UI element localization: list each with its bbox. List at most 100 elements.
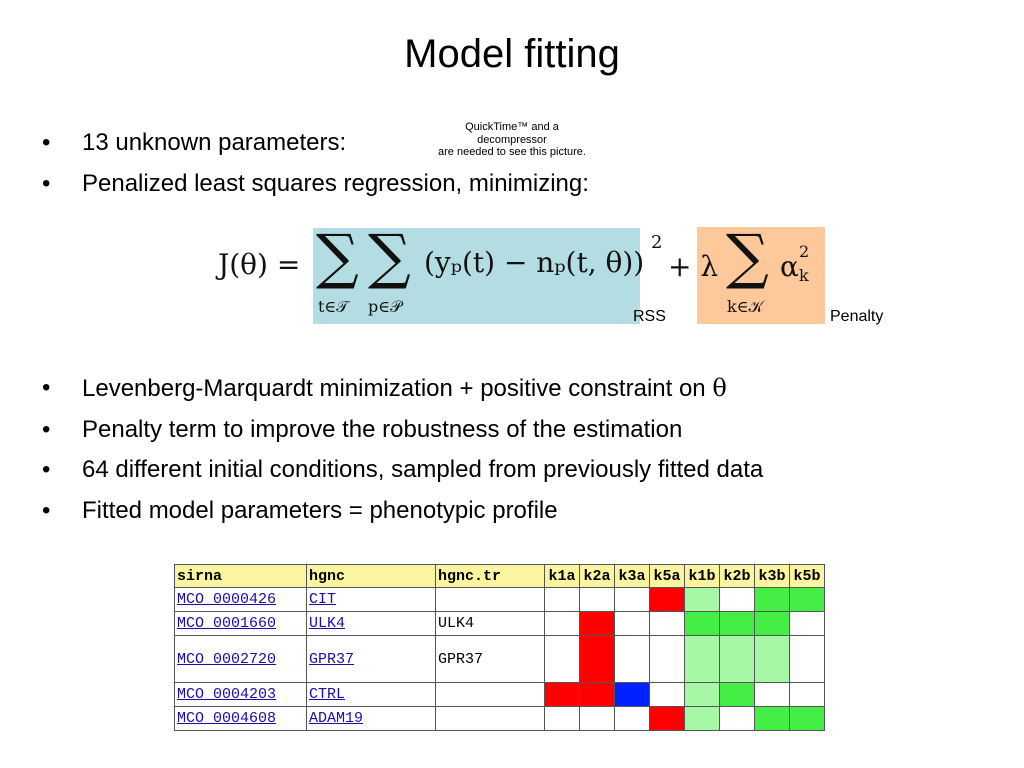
table-row: MCO_0004203 CTRL	[174, 682, 825, 707]
cell-k2b	[719, 611, 755, 636]
hgnc-link[interactable]: CIT	[309, 591, 337, 608]
cell-k5a	[649, 635, 685, 683]
cell-k5a	[649, 706, 685, 731]
quicktime-placeholder: QuickTime™ and a decompressor are needed…	[420, 121, 604, 159]
cell-k5b	[789, 682, 825, 707]
cell-k3b	[754, 682, 790, 707]
cell-hgnc-tr	[435, 682, 545, 707]
cell-k2a	[579, 635, 615, 683]
theta-symbol: θ	[712, 374, 727, 402]
cell-k1b	[684, 611, 720, 636]
header-k1a: k1a	[544, 564, 580, 588]
cell-k1b	[684, 706, 720, 731]
header-k2a: k2a	[579, 564, 615, 588]
cell-k5a	[649, 611, 685, 636]
cell-k5a	[649, 587, 685, 612]
table-row: MCO_0002720 GPR37 GPR37	[174, 635, 825, 683]
bullet-levenberg-text: Levenberg-Marquardt minimization + posit…	[82, 375, 713, 402]
cell-k5a	[649, 682, 685, 707]
cell-k5b	[789, 635, 825, 683]
cell-k3b	[754, 706, 790, 731]
cell-hgnc: ADAM19	[306, 706, 436, 731]
cell-k2b	[719, 587, 755, 612]
quicktime-line-1: QuickTime™ and a	[465, 121, 559, 133]
bullet-levenberg: Levenberg-Marquardt minimization + posit…	[42, 368, 763, 410]
header-k5a: k5a	[649, 564, 685, 588]
cell-k1a	[544, 635, 580, 683]
cell-k2a	[579, 587, 615, 612]
quicktime-line-2: decompressor	[477, 133, 547, 146]
cell-k1a	[544, 611, 580, 636]
plus-lambda: + λ	[668, 250, 719, 283]
residual-term: (yₚ(t) − nₚ(t, θ))	[424, 246, 645, 279]
cell-k3a	[614, 706, 650, 731]
cell-k1a	[544, 587, 580, 612]
slide-title: Model fitting	[404, 32, 620, 76]
cell-hgnc-tr	[435, 706, 545, 731]
cell-sirna: MCO_0004203	[174, 682, 307, 707]
rss-highlight	[313, 228, 640, 324]
table-header-row: sirna hgnc hgnc.tr k1a k2a k3a k5a k1b k…	[174, 564, 825, 588]
cell-hgnc-tr: ULK4	[435, 611, 545, 636]
top-bullet-list: 13 unknown parameters: Penalized least s…	[42, 123, 589, 204]
cell-hgnc-tr: GPR37	[435, 635, 545, 683]
cell-k3a	[614, 587, 650, 612]
hgnc-link[interactable]: ADAM19	[309, 710, 364, 727]
cell-hgnc-tr	[435, 587, 545, 612]
cell-k2b	[719, 706, 755, 731]
residual-power: 2	[651, 232, 663, 253]
sum-subscript-p: p∈𝒫	[368, 297, 402, 316]
cell-sirna: MCO_0004608	[174, 706, 307, 731]
quicktime-line-3: are needed to see this picture.	[438, 146, 586, 158]
sum-symbol-p: ∑	[368, 222, 411, 292]
cell-k3b	[754, 611, 790, 636]
header-sirna: sirna	[174, 564, 307, 588]
cell-k1b	[684, 635, 720, 683]
header-k1b: k1b	[684, 564, 720, 588]
alpha-subscript: k	[799, 266, 809, 285]
hgnc-link[interactable]: CTRL	[309, 686, 346, 703]
cell-k2b	[719, 682, 755, 707]
sirna-link[interactable]: MCO_0001660	[177, 615, 277, 632]
cell-k3a	[614, 682, 650, 707]
cell-k3b	[754, 635, 790, 683]
cell-hgnc: ULK4	[306, 611, 436, 636]
bottom-bullet-list: Levenberg-Marquardt minimization + posit…	[42, 368, 763, 531]
parameter-table: sirna hgnc hgnc.tr k1a k2a k3a k5a k1b k…	[174, 564, 825, 731]
cell-sirna: MCO_0001660	[174, 611, 307, 636]
penalty-highlight	[697, 227, 825, 324]
sirna-link[interactable]: MCO_0002720	[177, 650, 277, 668]
hgnc-link[interactable]: GPR37	[309, 650, 355, 668]
cell-k5b	[789, 587, 825, 612]
alpha-superscript: 2	[799, 242, 810, 261]
sirna-link[interactable]: MCO_0000426	[177, 591, 277, 608]
bullet-profile: Fitted model parameters = phenotypic pro…	[42, 491, 763, 532]
bullet-regression: Penalized least squares regression, mini…	[42, 164, 589, 205]
bullet-penalty: Penalty term to improve the robustness o…	[42, 410, 763, 451]
table-row: MCO_0000426 CIT	[174, 587, 825, 612]
alpha-symbol: α	[780, 250, 799, 283]
header-k3b: k3b	[754, 564, 790, 588]
cell-k1a	[544, 706, 580, 731]
cell-k2a	[579, 611, 615, 636]
hgnc-link[interactable]: ULK4	[309, 615, 346, 632]
header-hgnc: hgnc	[306, 564, 436, 588]
sirna-link[interactable]: MCO_0004608	[177, 710, 277, 727]
equation-lhs: J(θ) =	[218, 248, 301, 281]
penalty-label: Penalty	[830, 308, 884, 325]
cell-k5b	[789, 706, 825, 731]
cell-k3a	[614, 635, 650, 683]
sum-subscript-t: t∈𝒯	[318, 297, 349, 316]
cell-k1b	[684, 682, 720, 707]
cell-sirna: MCO_0002720	[174, 635, 307, 683]
sirna-link[interactable]: MCO_0004203	[177, 686, 277, 703]
header-k3a: k3a	[614, 564, 650, 588]
cell-k2a	[579, 682, 615, 707]
table-row: MCO_0004608 ADAM19	[174, 706, 825, 731]
cell-k2b	[719, 635, 755, 683]
header-k2b: k2b	[719, 564, 755, 588]
cell-k2a	[579, 706, 615, 731]
sum-symbol-t: ∑	[316, 222, 359, 292]
rss-label: RSS	[633, 308, 666, 325]
bullet-initial-conditions: 64 different initial conditions, sampled…	[42, 450, 763, 491]
